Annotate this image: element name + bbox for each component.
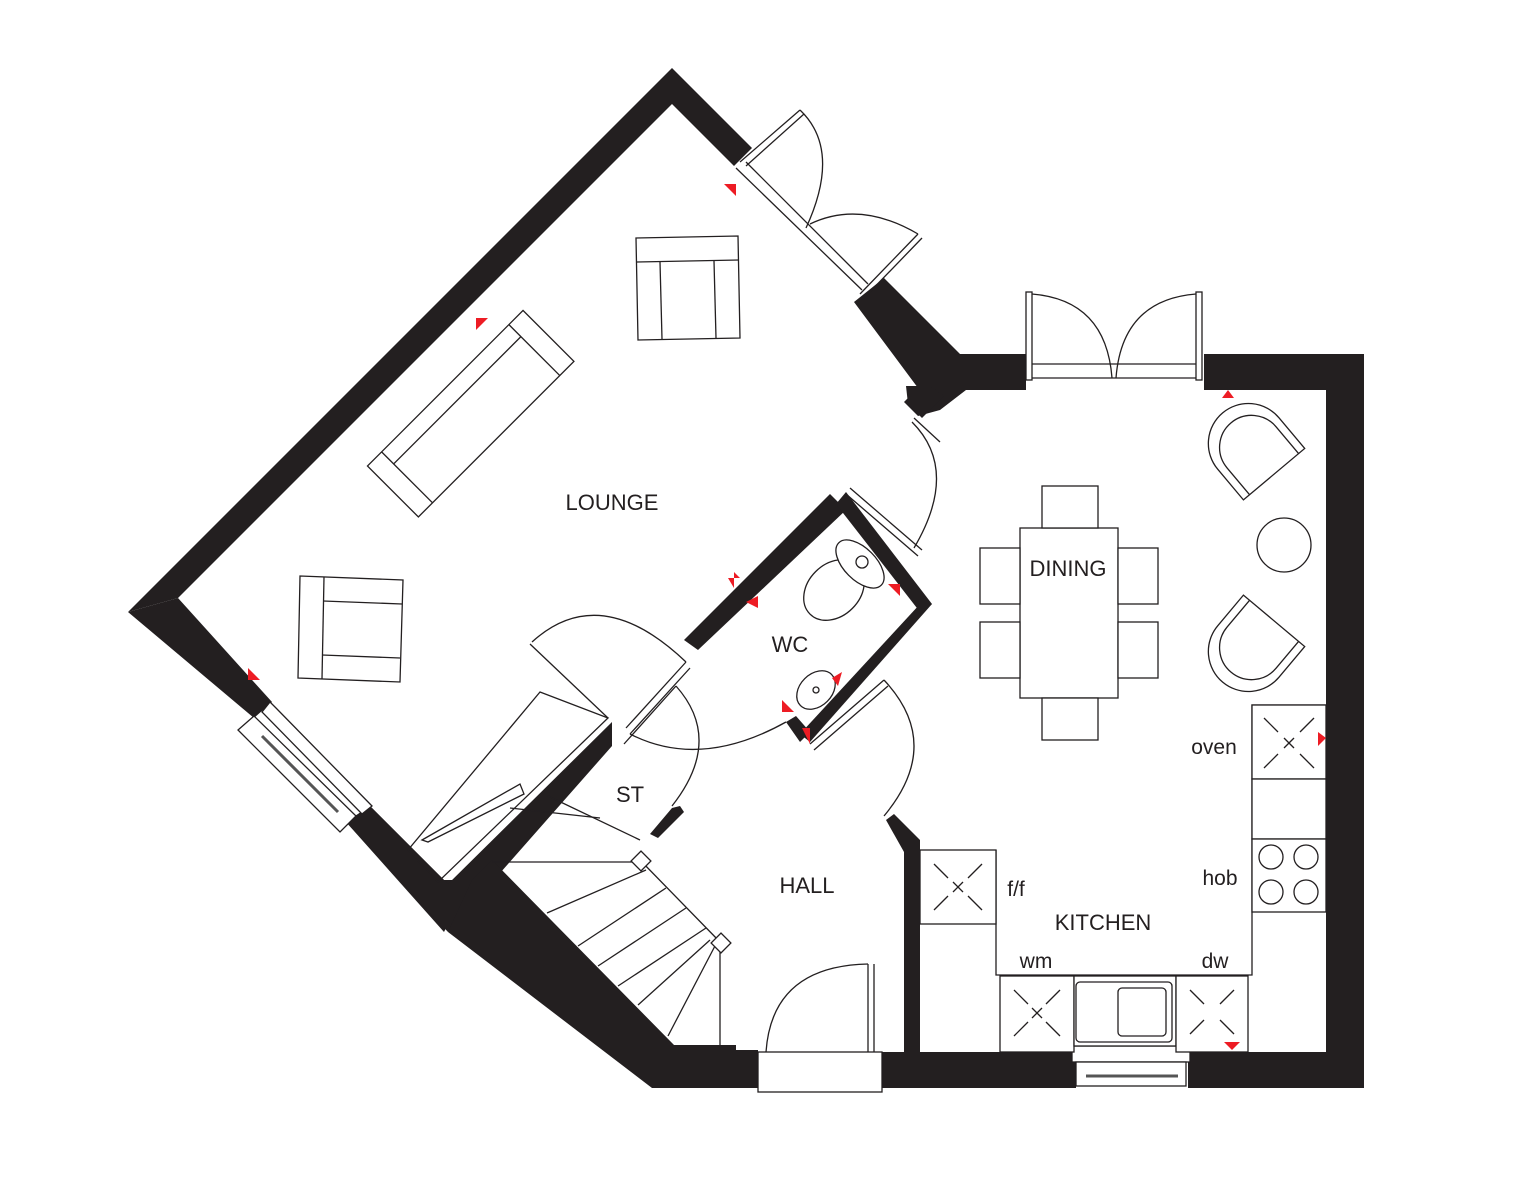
walls	[128, 68, 1364, 1088]
lounge-furniture	[297, 235, 741, 683]
wc-wall-northwest	[684, 494, 846, 650]
staircase	[407, 691, 732, 1045]
electrical-markers	[248, 184, 1326, 1050]
wall-stair-southwest	[448, 860, 758, 1088]
socket-marker-icon	[746, 596, 758, 608]
lounge-french-doors[interactable]	[735, 109, 923, 299]
kitchen-units	[919, 704, 1327, 1053]
door-wc-swing	[883, 679, 915, 817]
door-lounge-hall-swing	[531, 614, 687, 663]
room-label-kitchen: KITCHEN	[1055, 910, 1152, 935]
appliance-label-ff: f/f	[1007, 878, 1025, 901]
wall-south-hall-right	[882, 1052, 1076, 1088]
front-door[interactable]	[757, 963, 883, 1093]
wall-south-hall-left	[652, 1050, 758, 1088]
side-table	[1256, 517, 1312, 573]
appliance-label-hob: hob	[1202, 867, 1237, 890]
armchair-left	[297, 575, 404, 683]
socket-marker-icon	[832, 672, 842, 686]
store-wall	[650, 806, 684, 838]
washing-machine-unit	[999, 975, 1075, 1053]
socket-marker-icon	[724, 184, 736, 196]
room-labels: LOUNGE DINING WC ST HALL KITCHEN oven ho…	[566, 490, 1238, 973]
fridge-freezer-unit	[919, 849, 997, 925]
room-label-st: ST	[616, 782, 644, 807]
tub-chair-top	[1207, 402, 1306, 501]
wall-lounge-southwest-upper	[128, 598, 272, 718]
dining-furniture	[979, 402, 1312, 741]
socket-marker-icon	[728, 572, 740, 588]
dishwasher-unit	[1175, 975, 1249, 1053]
wall-north-dining-right	[1204, 354, 1364, 390]
room-label-hall: HALL	[779, 873, 834, 898]
wc-wall-northeast	[836, 492, 932, 612]
room-label-wc: WC	[772, 632, 809, 657]
wc-wall-southwest-stub	[786, 716, 810, 742]
wc-wall-southeast	[800, 604, 932, 742]
wall-lounge-south-corner	[346, 722, 612, 932]
sofa	[366, 309, 575, 518]
wall-lounge-northwest	[128, 68, 752, 612]
room-label-lounge: LOUNGE	[566, 490, 659, 515]
socket-marker-icon	[1318, 732, 1326, 746]
socket-marker-icon	[1224, 1042, 1240, 1050]
socket-marker-icon	[1222, 390, 1234, 398]
wall-north-dining-left	[958, 354, 1026, 390]
wc-walls	[684, 492, 932, 742]
kitchen-window	[1071, 1045, 1191, 1087]
wall-lounge-stub	[906, 386, 944, 418]
socket-marker-icon	[802, 728, 810, 744]
wc-fixtures	[796, 539, 885, 710]
wall-kitchen-hall-diag	[886, 814, 920, 852]
door-hall-swing	[629, 721, 787, 751]
room-label-dining: DINING	[1030, 556, 1107, 581]
socket-marker-icon	[476, 318, 488, 330]
socket-marker-icon	[782, 700, 794, 712]
oven-unit	[1251, 704, 1327, 780]
door-lounge-east-swing	[911, 421, 938, 549]
tub-chair-bottom	[1207, 594, 1306, 693]
appliance-label-dw: dw	[1202, 950, 1230, 973]
wall-east	[1326, 354, 1364, 1088]
wall-lounge-northeast	[854, 278, 966, 416]
armchair-top	[635, 235, 741, 341]
appliance-label-wm: wm	[1019, 950, 1053, 973]
internal-doors[interactable]	[529, 417, 941, 817]
appliance-label-oven: oven	[1191, 736, 1237, 759]
socket-marker-icon	[248, 668, 260, 680]
wall-kitchen-hall-partition	[904, 850, 920, 1052]
dining-table	[1019, 527, 1119, 699]
lounge-window	[237, 701, 373, 833]
socket-marker-icon	[888, 584, 900, 596]
dining-french-doors[interactable]	[1025, 291, 1203, 381]
door-store-swing	[671, 685, 700, 807]
